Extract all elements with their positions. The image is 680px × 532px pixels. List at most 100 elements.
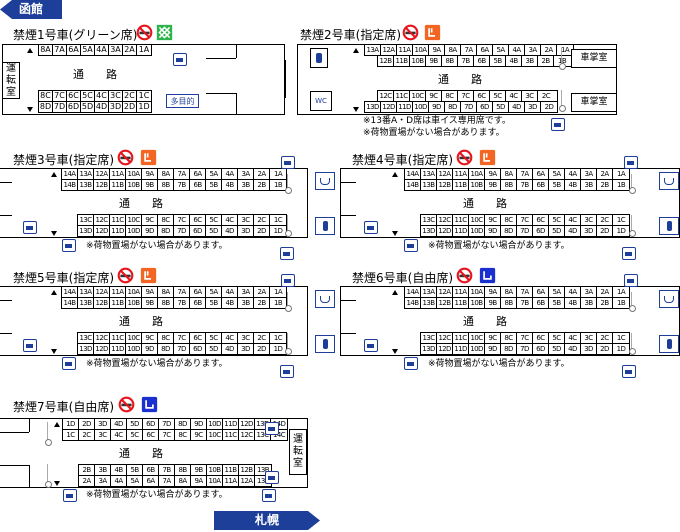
seat: 9D (485, 226, 501, 236)
seat: 8B (442, 56, 458, 66)
seat: 13C (421, 215, 437, 225)
seat: 7C (159, 430, 175, 440)
seat: 3A (581, 287, 597, 297)
seat: 12D (239, 419, 255, 429)
seat: 12A (381, 45, 397, 55)
seat: 6D (477, 102, 493, 112)
seat: 2D (597, 344, 613, 354)
seat: 2A (123, 45, 137, 55)
seat: 4D (95, 102, 109, 112)
luggage-icon (404, 357, 418, 370)
seat: 11A (223, 476, 239, 486)
seat: 10C (469, 333, 485, 343)
seat: 9A (142, 287, 158, 297)
seat: 1A (616, 170, 626, 178)
seat: 10A (469, 287, 485, 297)
seat: 3C (109, 91, 123, 101)
seat: 6D (67, 102, 81, 112)
seat: 4C (95, 91, 109, 101)
seat: 5A (127, 476, 143, 486)
seat: 13A (78, 287, 94, 297)
seat: 8C (158, 333, 174, 343)
seat: 12B (94, 298, 110, 308)
seat: 13D (365, 102, 381, 112)
seat: 10A (469, 169, 485, 179)
seat: 2C (79, 430, 95, 440)
seat: 4C (111, 430, 127, 440)
seat: 8D (158, 344, 174, 354)
seat: 7D (517, 226, 533, 236)
seat: 5D (206, 344, 222, 354)
seat: 1A (273, 288, 283, 296)
door-up-icon (27, 48, 33, 53)
door-down-icon (392, 231, 398, 236)
accessible-icon (622, 247, 636, 260)
seat: 4C (506, 91, 522, 101)
seat: 4A (95, 45, 109, 55)
seat: 6C (533, 333, 549, 343)
seat: 12A (239, 476, 255, 486)
seat: 12B (437, 298, 453, 308)
seat: 12C (437, 333, 453, 343)
seat: 11A (110, 287, 126, 297)
seat: 10C (207, 430, 223, 440)
car5-title: 禁煙5号車(指定席) (13, 271, 114, 285)
seat: 11B (223, 465, 239, 475)
luggage-icon (63, 489, 77, 502)
seat: 3B (522, 56, 538, 66)
seat: 6D (190, 344, 206, 354)
seat: 9C (142, 215, 158, 225)
seat: 7B (517, 180, 533, 190)
seat: 7C (517, 333, 533, 343)
door-up-icon (51, 172, 57, 177)
door-up-icon (392, 290, 398, 295)
seat: 9B (485, 180, 501, 190)
seat: 4D (222, 226, 238, 236)
car7-note-bag: ※荷物置場がない場合があります。 (86, 490, 228, 500)
door-up-icon (54, 422, 60, 427)
seat: 8A (445, 45, 461, 55)
seat: 1C (616, 334, 626, 342)
seat: 11D (110, 344, 126, 354)
seat: 8D (39, 102, 53, 112)
seat: 13A (257, 477, 270, 485)
seat: 1B (273, 181, 283, 189)
seat: 5A (493, 45, 509, 55)
seat: 6A (190, 287, 206, 297)
seat: 2A (541, 45, 557, 55)
seat: 6D (143, 419, 159, 429)
seat: 3D (581, 226, 597, 236)
seat: 7A (517, 169, 533, 179)
seat: 4C (565, 215, 581, 225)
luggage-icon (624, 156, 638, 169)
seat: 9A (191, 476, 207, 486)
seat: 2A (597, 169, 613, 179)
seat: 7C (174, 333, 190, 343)
seat: 7B (458, 56, 474, 66)
seat: 6C (533, 215, 549, 225)
driver-cab: 運転室 (2, 62, 20, 99)
seat: 11D (397, 102, 413, 112)
seat: 2D (254, 226, 270, 236)
seat: 11C (453, 333, 469, 343)
car5-note-bag: ※荷物置場がない場合があります。 (86, 359, 228, 369)
seat: 3D (525, 102, 541, 112)
luggage-icon (23, 339, 37, 352)
seat: 1D (273, 227, 283, 235)
seat: 14A (62, 169, 78, 179)
seat: 2B (79, 465, 95, 475)
seat: 2C (254, 333, 270, 343)
seat: 11C (110, 215, 126, 225)
reserved-seat-icon (140, 267, 157, 284)
seat: 7A (159, 476, 175, 486)
seat: 5D (493, 102, 509, 112)
seat: 2B (597, 180, 613, 190)
seat: 1D (63, 419, 79, 429)
accessible-icon (280, 365, 294, 378)
seat: 9B (426, 56, 442, 66)
